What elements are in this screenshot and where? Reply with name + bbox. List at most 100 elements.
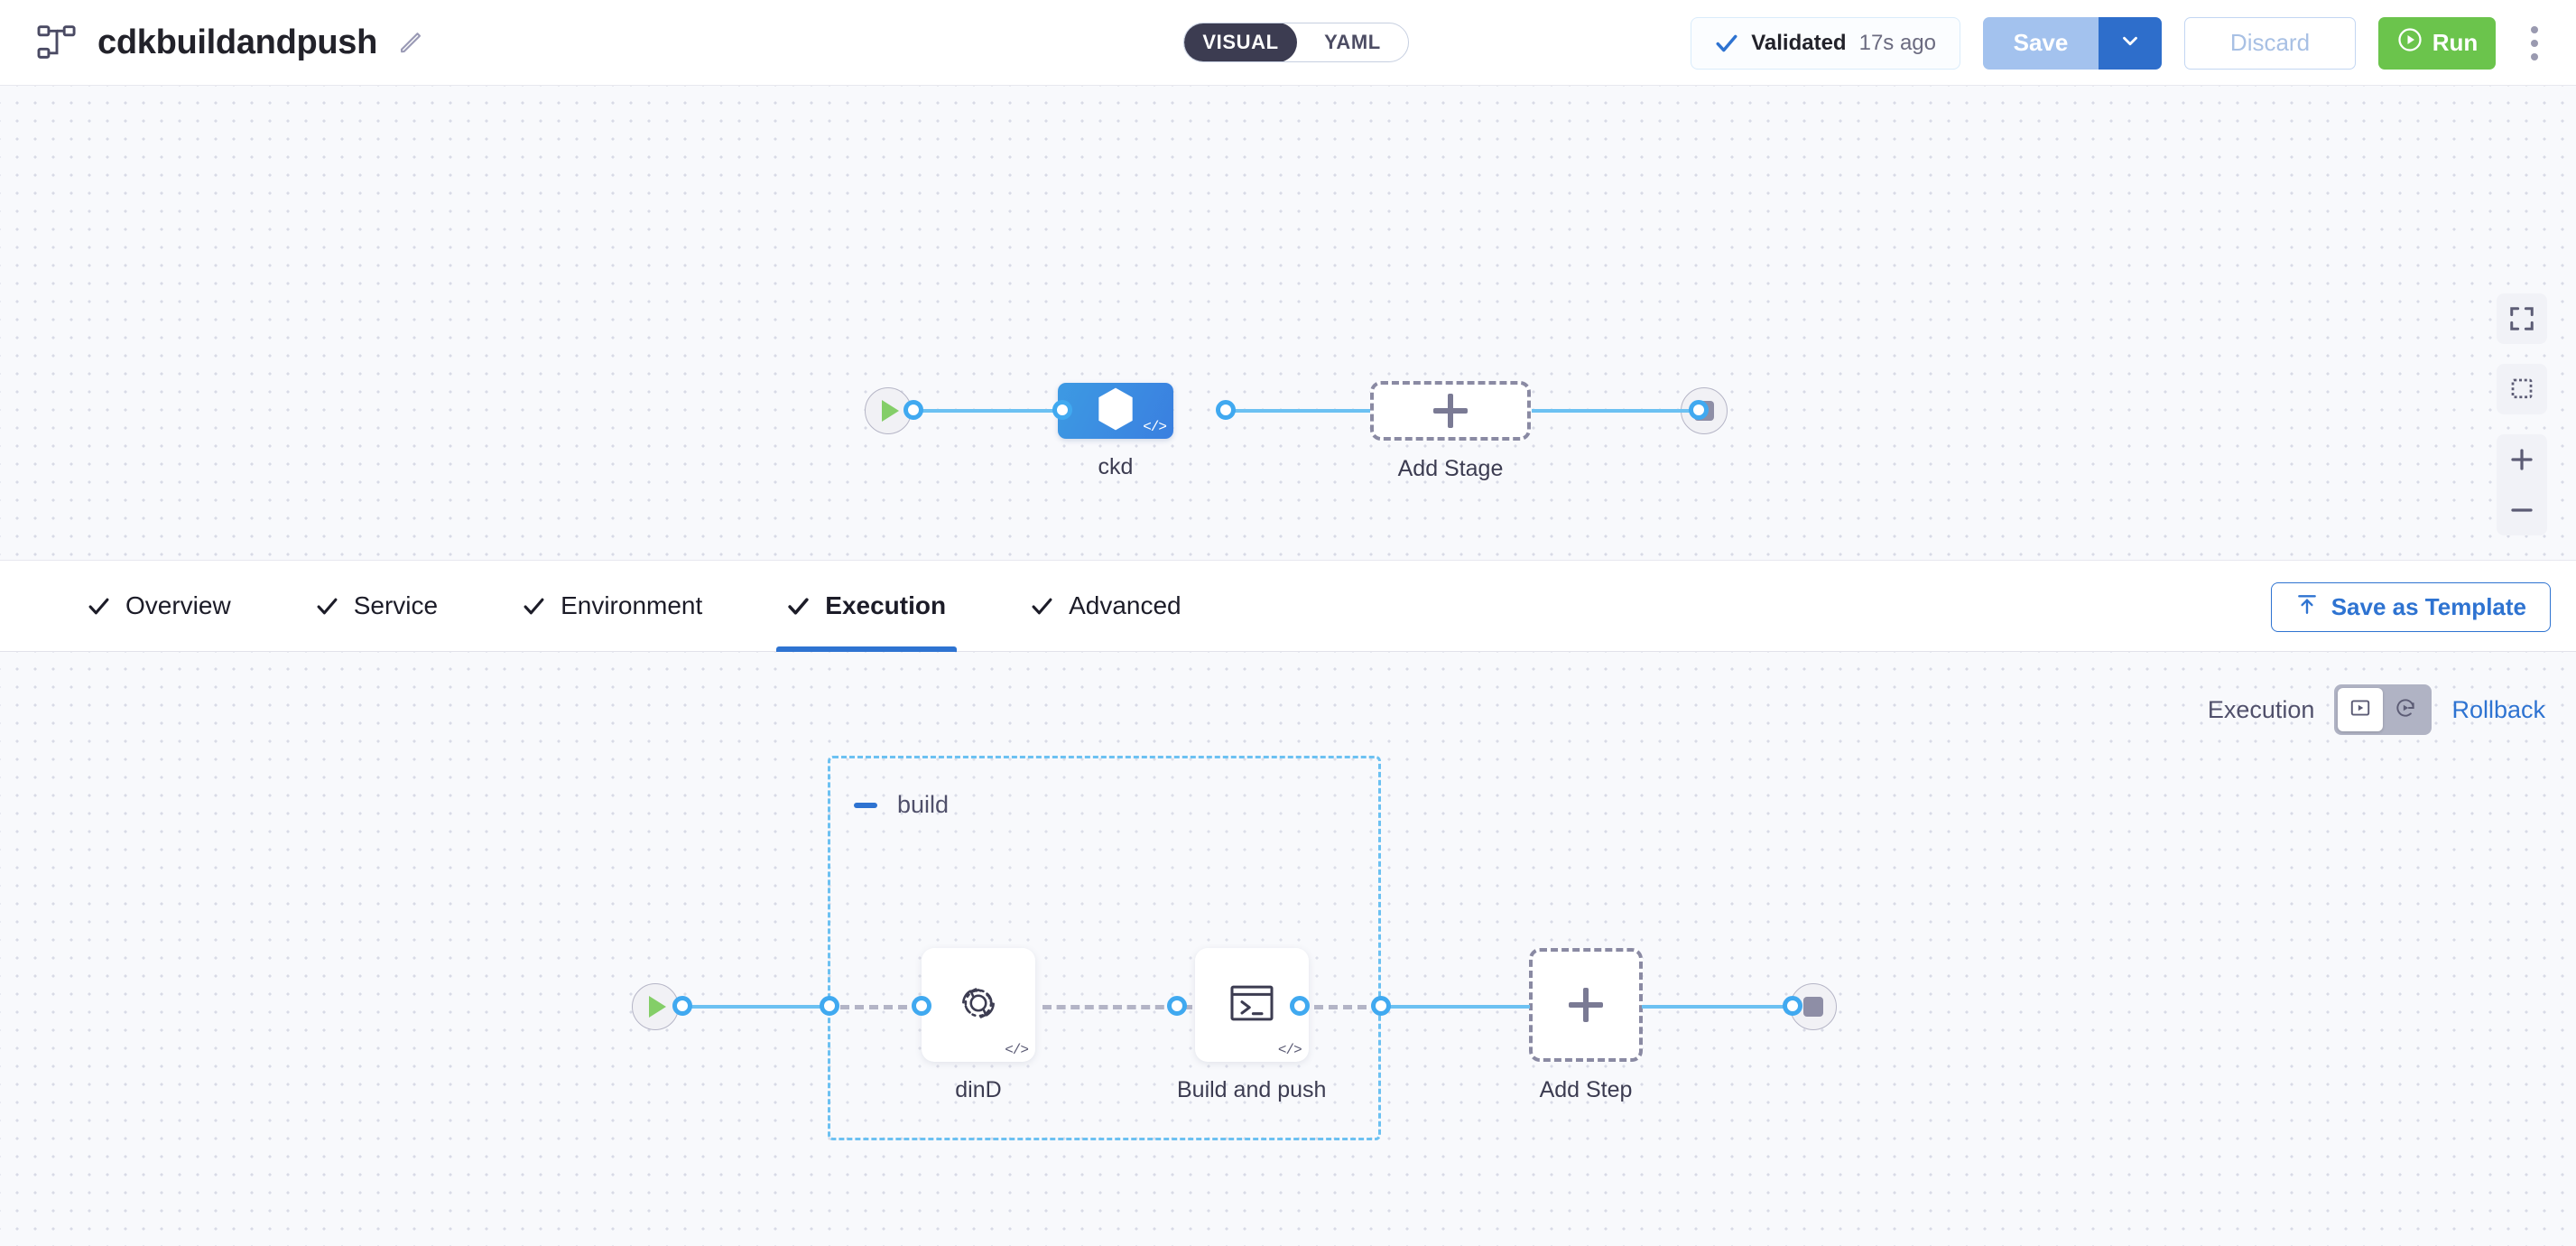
header-actions: Validated 17s ago Save Discard Run	[1691, 0, 2551, 86]
add-step-node[interactable]: Add Step	[1529, 948, 1643, 1103]
connector-dot[interactable]	[1783, 996, 1802, 1016]
connector-dot[interactable]	[1371, 996, 1391, 1016]
play-circle-icon	[2396, 26, 2423, 60]
execution-label: Execution	[2207, 695, 2315, 723]
connector-dot[interactable]	[820, 996, 839, 1016]
connector-addstep-to-end	[1642, 1005, 1792, 1009]
execution-rollback-controls: Execution Rol	[2208, 684, 2545, 735]
add-stage-button[interactable]	[1370, 381, 1531, 441]
save-button-group[interactable]: Save	[1983, 16, 2162, 70]
fit-to-screen-icon[interactable]	[2497, 293, 2547, 344]
page-title: cdkbuildandpush	[97, 23, 378, 61]
save-as-template-label: Save as Template	[2330, 593, 2526, 620]
plus-icon	[1433, 394, 1468, 428]
code-badge: </>	[1277, 1042, 1302, 1058]
step-group-header: build	[854, 791, 949, 819]
chevron-down-icon	[2118, 29, 2142, 57]
add-step-label: Add Step	[1539, 1077, 1633, 1102]
top-header: cdkbuildandpush VISUAL YAML Validated 17…	[0, 0, 2576, 86]
add-step-button[interactable]	[1529, 948, 1643, 1062]
play-in-box-icon	[2349, 696, 2372, 724]
run-label: Run	[2432, 29, 2479, 56]
tab-label: Overview	[125, 591, 231, 619]
tab-label: Environment	[561, 591, 703, 619]
connector-group-to-addstep	[1381, 1005, 1530, 1009]
connector-dot[interactable]	[903, 400, 923, 420]
connector-dot[interactable]	[672, 996, 692, 1016]
connector-buildpush-to-group-out	[1300, 1005, 1381, 1009]
step-canvas[interactable]: Execution Rol	[0, 652, 2576, 1246]
toggle-execution-option[interactable]	[2338, 688, 2384, 731]
check-icon	[316, 595, 338, 618]
config-tabbar: Overview Service Environment Execution A…	[0, 561, 2576, 652]
step-node-body[interactable]: </>	[922, 948, 1035, 1062]
stage-node-ckd[interactable]: </> ckd	[1058, 383, 1173, 480]
tab-list: Overview Service Environment Execution A…	[0, 561, 1224, 652]
step-node-body[interactable]: </>	[1194, 948, 1309, 1062]
marquee-select-icon[interactable]	[2497, 364, 2547, 414]
tab-yaml-mode[interactable]: YAML	[1324, 31, 1381, 53]
zoom-controls	[2497, 434, 2547, 535]
tab-visual-mode[interactable]: VISUAL	[1184, 23, 1297, 61]
step-node-dind[interactable]: </> dinD	[922, 948, 1035, 1103]
plus-icon	[1569, 988, 1603, 1022]
code-badge: </>	[1143, 419, 1167, 435]
step-node-build-and-push[interactable]: </> Build and push	[1177, 948, 1326, 1103]
vertical-dots-icon[interactable]	[2518, 17, 2551, 70]
connector-group-in-to-dind	[840, 1005, 922, 1009]
tab-label: Execution	[825, 591, 947, 619]
tab-label: Service	[353, 591, 439, 619]
connector-dot[interactable]	[1052, 400, 1072, 420]
validated-label: Validated	[1751, 30, 1847, 55]
connector-dot[interactable]	[1290, 996, 1310, 1016]
add-stage-label: Add Stage	[1397, 456, 1504, 481]
tab-service[interactable]: Service	[273, 561, 480, 652]
pencil-edit-icon[interactable]	[397, 29, 424, 56]
status-badge-validated: Validated 17s ago	[1691, 16, 1960, 70]
tab-overview[interactable]: Overview	[45, 561, 273, 652]
add-stage-node[interactable]: Add Stage	[1370, 381, 1531, 482]
stage-canvas[interactable]: </> ckd Add Stage	[0, 86, 2576, 561]
stage-node-label: ckd	[1098, 454, 1134, 479]
zoom-in-icon[interactable]	[2497, 434, 2547, 485]
check-icon	[787, 595, 810, 618]
tab-environment[interactable]: Environment	[480, 561, 745, 652]
step-group-label: build	[897, 791, 950, 818]
check-icon	[1031, 595, 1053, 618]
connector-addstage-to-end	[1532, 409, 1699, 413]
connector-dot[interactable]	[1167, 996, 1187, 1016]
connector-ckd-to-addstage	[1226, 409, 1370, 413]
connector-dot[interactable]	[912, 996, 931, 1016]
tab-advanced[interactable]: Advanced	[988, 561, 1224, 652]
validated-timestamp: 17s ago	[1858, 30, 1936, 55]
rollback-button[interactable]: Rollback	[2451, 695, 2545, 723]
upload-template-icon	[2295, 592, 2319, 622]
save-dropdown-button[interactable]	[2099, 16, 2162, 70]
minus-icon[interactable]	[854, 802, 877, 808]
visual-yaml-toggle[interactable]: VISUAL YAML	[1183, 23, 1409, 62]
zoom-out-icon[interactable]	[2497, 485, 2547, 535]
step-node-label: dinD	[955, 1077, 1002, 1102]
connector-dot[interactable]	[1689, 400, 1709, 420]
stage-node-body[interactable]: </>	[1058, 383, 1173, 439]
stage-canvas-tools	[2497, 293, 2547, 535]
run-button[interactable]: Run	[2378, 16, 2496, 70]
pipeline-nodes-icon	[36, 24, 78, 60]
check-icon	[523, 595, 545, 618]
step-node-label: Build and push	[1177, 1077, 1327, 1102]
check-icon	[88, 595, 110, 618]
gear-rotate-icon	[949, 973, 1008, 1037]
code-badge: </>	[1005, 1042, 1029, 1058]
save-button[interactable]: Save	[1983, 16, 2099, 70]
connector-start-to-group	[681, 1005, 830, 1009]
terminal-icon	[1222, 973, 1282, 1037]
check-icon	[1715, 32, 1738, 55]
toggle-rollback-option[interactable]	[2383, 688, 2428, 731]
tab-execution[interactable]: Execution	[745, 561, 988, 652]
tab-label: Advanced	[1069, 591, 1181, 619]
play-rotate-icon	[2394, 696, 2417, 724]
discard-button[interactable]: Discard	[2184, 16, 2356, 70]
connector-dot[interactable]	[1216, 400, 1236, 420]
execution-rollback-toggle[interactable]	[2334, 684, 2432, 735]
save-as-template-button[interactable]: Save as Template	[2270, 582, 2551, 632]
